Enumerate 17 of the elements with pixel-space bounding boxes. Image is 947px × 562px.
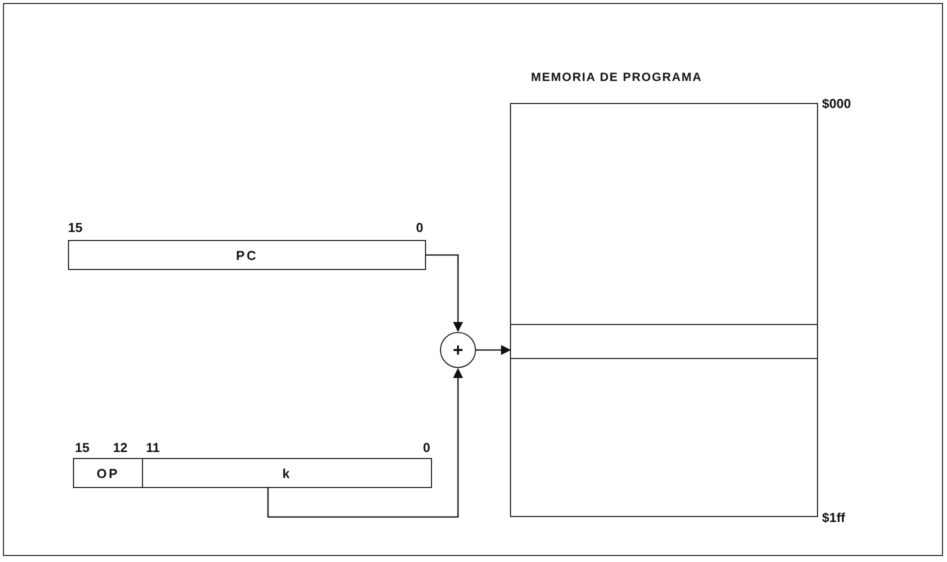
bit-index-label: 0 (416, 220, 424, 235)
memory-row (510, 324, 818, 359)
arrow (476, 345, 511, 355)
arrow (267, 368, 463, 518)
register-field: k (142, 458, 432, 488)
adder-circle: + (440, 332, 476, 368)
bit-index-label: 15 (68, 220, 82, 235)
bit-index-label: 15 (75, 440, 90, 455)
arrow (426, 254, 463, 332)
bit-index-label: 11 (146, 440, 160, 455)
register-field: OP (73, 458, 143, 488)
bit-index-label: 12 (113, 440, 128, 455)
address-label: $1ff (822, 510, 846, 525)
register-field: PC (68, 240, 426, 270)
address-label: $000 (822, 96, 851, 111)
bit-index-label: 0 (423, 440, 430, 455)
memory-title: MEMORIA DE PROGRAMA (531, 70, 702, 84)
